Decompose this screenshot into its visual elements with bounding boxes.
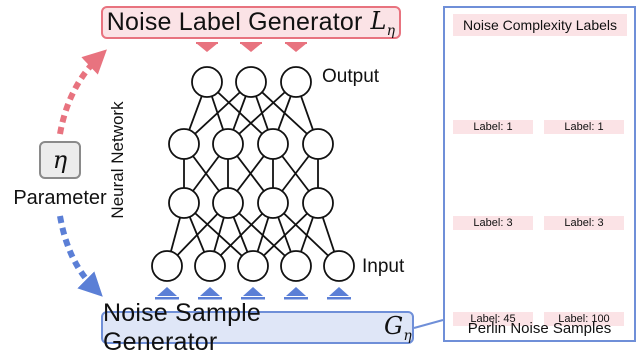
- network-edges: [166, 81, 340, 267]
- network-node: [280, 250, 312, 282]
- network-node: [280, 66, 312, 98]
- network-nodes: [151, 66, 355, 282]
- network-node: [212, 128, 244, 160]
- output-label: Output: [322, 66, 380, 87]
- network-node: [168, 128, 200, 160]
- sample-label-5: Label: 45: [453, 312, 533, 326]
- network-node: [191, 66, 223, 98]
- network-node: [212, 187, 244, 219]
- network-node: [257, 128, 289, 160]
- network-node: [151, 250, 183, 282]
- noise-sample-generator: Noise Sample Generator Gη: [101, 299, 414, 356]
- label-generator-title: Noise Label Generator: [106, 8, 363, 36]
- network-node: [168, 187, 200, 219]
- sample-label-2: Label: 1: [544, 120, 624, 134]
- network-node: [194, 250, 226, 282]
- noise-label-generator: Noise Label Generator Lη: [101, 6, 401, 39]
- noise-samples-panel: Noise Complexity Labels Label: 1 Label: …: [443, 6, 636, 342]
- parameter-symbol: η: [52, 146, 68, 174]
- network-node: [302, 187, 334, 219]
- sample-generator-title: Noise Sample Generator: [103, 298, 262, 356]
- sample-label-4: Label: 3: [544, 216, 624, 230]
- network-node: [323, 250, 355, 282]
- neural-network-label: Neural Network: [108, 101, 127, 219]
- panel-footer: Perlin Noise Samples: [467, 320, 612, 337]
- label-chevrons: [196, 42, 307, 52]
- arrow-to-label-generator: [57, 49, 107, 135]
- parameter-box: η: [39, 141, 81, 179]
- label-generator-symbol: Lη: [370, 6, 396, 39]
- sample-generator-symbol: Gη: [384, 311, 412, 344]
- sample-label-1: Label: 1: [453, 120, 533, 134]
- sample-label-3: Label: 3: [453, 216, 533, 230]
- input-chevrons: [155, 287, 351, 300]
- connector-line: [413, 319, 444, 329]
- network-node: [257, 187, 289, 219]
- network-node: [235, 66, 267, 98]
- network-node: [237, 250, 269, 282]
- sample-label-6: Label: 100: [544, 312, 624, 326]
- parameter-label: Parameter: [13, 187, 107, 209]
- arrow-to-sample-generator: [57, 215, 103, 297]
- input-label: Input: [362, 256, 405, 277]
- panel-title: Noise Complexity Labels: [453, 14, 627, 36]
- network-node: [302, 128, 334, 160]
